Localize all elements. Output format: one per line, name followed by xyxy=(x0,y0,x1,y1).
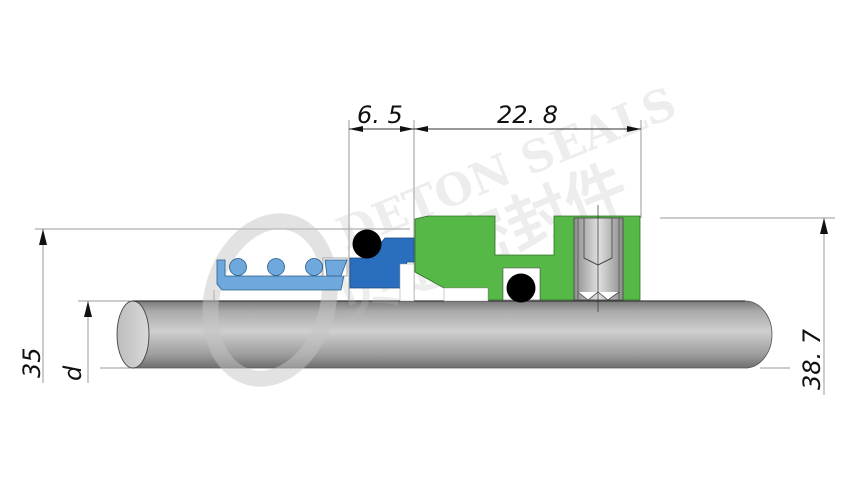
dimension-left: 35 d xyxy=(18,229,92,383)
o-ring-icon xyxy=(352,229,382,259)
spring-coil-icon xyxy=(267,258,285,276)
dim-label-d: d xyxy=(59,365,87,381)
dim-label-35: 35 xyxy=(18,347,46,378)
dimension-right: 38. 7 xyxy=(798,218,828,395)
extension-lines xyxy=(35,120,835,369)
arrow-up-icon xyxy=(39,229,47,245)
dim-label-38-7: 38. 7 xyxy=(798,328,826,390)
arrow-up-icon xyxy=(84,301,92,317)
rotating-face xyxy=(349,229,415,302)
shaft xyxy=(116,300,773,369)
set-screw xyxy=(573,205,624,312)
dim-label-22-8: 22. 8 xyxy=(497,101,558,129)
o-ring-icon xyxy=(506,273,536,303)
collar-relief xyxy=(443,287,489,302)
shaft-end-face xyxy=(116,300,150,369)
spring-coil-icon xyxy=(305,258,323,276)
dimension-top: 6. 5 22. 8 xyxy=(349,101,641,132)
spring-coils xyxy=(229,258,323,276)
face-clearance xyxy=(399,263,415,302)
spring-coil-icon xyxy=(229,258,247,276)
spring-retainer xyxy=(216,257,348,291)
watermark-logo-icon xyxy=(202,213,338,387)
dim-label-6-5: 6. 5 xyxy=(357,101,403,129)
arrow-up-icon xyxy=(820,218,828,234)
